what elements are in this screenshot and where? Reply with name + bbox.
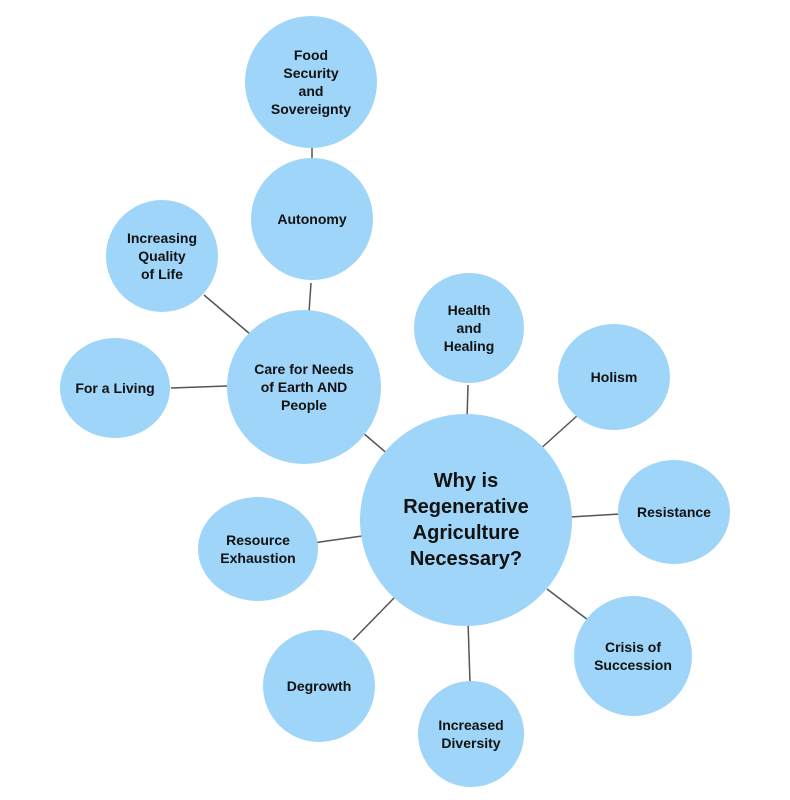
node-holism: Holism: [558, 324, 670, 430]
node-increased-diversity: Increased Diversity: [418, 681, 524, 787]
node-degrowth-label: Degrowth: [286, 678, 352, 694]
link-care-autonomy: [308, 282, 312, 313]
node-health-and-healing-label: Health and Healing: [443, 302, 495, 354]
node-quality-of-life: Increasing Quality of Life: [106, 200, 218, 312]
link-center-diversity: [467, 620, 471, 684]
node-for-a-living-label: For a Living: [75, 380, 155, 396]
node-care-for-needs: Care for Needs of Earth AND People: [227, 310, 381, 464]
node-food-security-label: Food Security and Sovereignty: [270, 47, 352, 117]
node-increased-diversity-label: Increased Diversity: [438, 717, 504, 751]
node-center-question: Why is Regenerative Agriculture Necessar…: [360, 414, 572, 626]
link-center-resource: [312, 535, 363, 544]
link-care-living: [170, 385, 228, 389]
link-center-holism: [537, 414, 579, 452]
link-center-degrowth: [352, 596, 396, 641]
node-resource-exhaustion: Resource Exhaustion: [198, 497, 318, 601]
node-resistance-label: Resistance: [637, 504, 711, 520]
node-quality-of-life-label: Increasing Quality of Life: [126, 230, 198, 282]
node-food-security: Food Security and Sovereignty: [245, 16, 377, 148]
node-crisis-of-succession: Crisis of Succession: [574, 596, 692, 716]
node-autonomy: Autonomy: [251, 158, 373, 280]
node-autonomy-label: Autonomy: [277, 211, 347, 227]
link-center-resistance: [569, 513, 621, 518]
node-for-a-living: For a Living: [60, 338, 170, 438]
link-care-quality: [203, 294, 251, 335]
node-degrowth: Degrowth: [263, 630, 375, 742]
node-health-and-healing: Health and Healing: [414, 273, 524, 383]
node-resistance: Resistance: [618, 460, 730, 564]
node-resource-exhaustion-label: Resource Exhaustion: [220, 532, 296, 566]
node-holism-label: Holism: [590, 369, 638, 385]
node-care-for-needs-label: Care for Needs of Earth AND People: [254, 361, 354, 413]
node-center-question-label: Why is Regenerative Agriculture Necessar…: [403, 470, 529, 570]
link-center-crisis: [546, 588, 589, 621]
node-crisis-of-succession-label: Crisis of Succession: [594, 639, 672, 673]
